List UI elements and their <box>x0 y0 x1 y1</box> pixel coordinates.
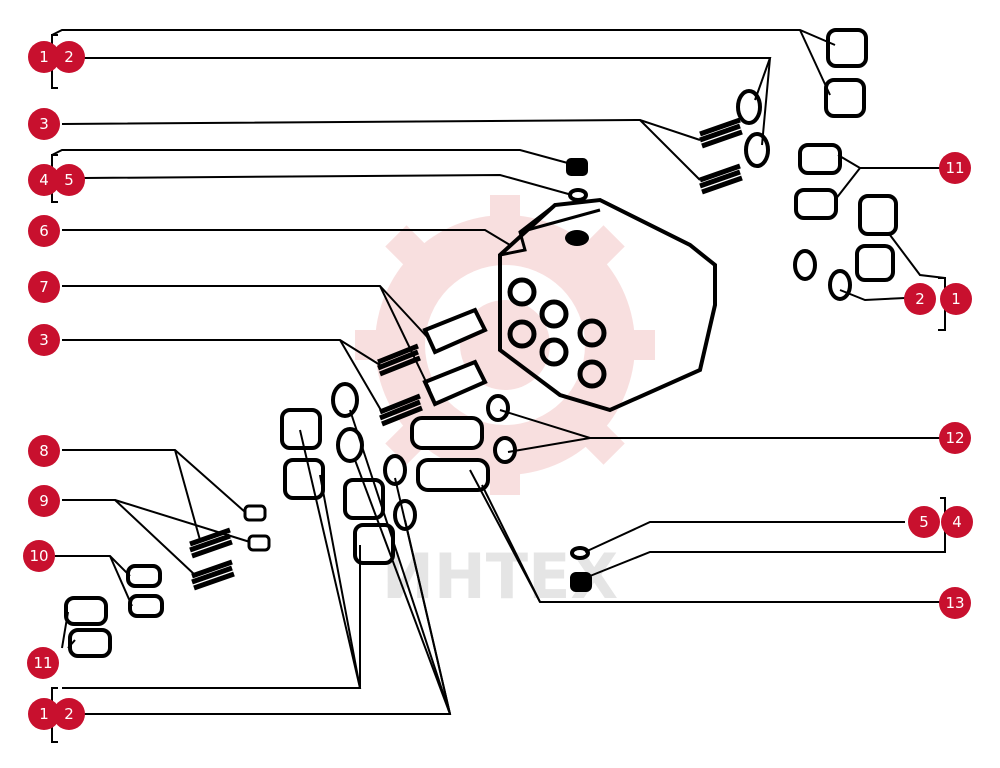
callouts: 1 2 3 4 5 6 7 3 <box>23 41 973 730</box>
callout-11-left: 11 <box>27 647 59 679</box>
callout-3: 3 <box>28 108 60 140</box>
callout-5: 5 <box>53 164 85 196</box>
plug-group-top-right <box>736 28 868 168</box>
svg-text:7: 7 <box>39 278 49 296</box>
callout-3-middle: 3 <box>28 324 60 356</box>
callout-8: 8 <box>28 435 60 467</box>
watermark: ИНТЕХ <box>355 195 655 613</box>
svg-text:5: 5 <box>64 171 74 189</box>
svg-text:6: 6 <box>39 222 49 240</box>
callout-1-bottom: 1 <box>28 698 60 730</box>
callout-2: 2 <box>53 41 85 73</box>
svg-text:3: 3 <box>39 115 49 133</box>
callout-1: 1 <box>28 41 60 73</box>
svg-text:9: 9 <box>39 492 49 510</box>
svg-text:2: 2 <box>915 290 925 308</box>
springs-middle <box>377 343 423 427</box>
leader-lines <box>51 29 946 743</box>
valve-block <box>498 197 717 413</box>
svg-text:11: 11 <box>945 159 964 177</box>
svg-text:11: 11 <box>33 654 52 672</box>
pistons-middle <box>422 307 488 407</box>
callout-9: 9 <box>28 485 60 517</box>
svg-text:13: 13 <box>945 594 964 612</box>
svg-text:1: 1 <box>39 705 49 723</box>
callout-11-right: 11 <box>939 152 971 184</box>
svg-text:4: 4 <box>952 513 962 531</box>
callout-2-bottom: 2 <box>53 698 85 730</box>
callout-6: 6 <box>28 215 60 247</box>
callout-4-right: 4 <box>941 506 973 538</box>
seals-row <box>410 394 517 492</box>
svg-text:5: 5 <box>919 513 929 531</box>
svg-text:2: 2 <box>64 48 74 66</box>
springs-bottom-left <box>189 527 235 591</box>
svg-text:2: 2 <box>64 705 74 723</box>
svg-text:1: 1 <box>39 48 49 66</box>
callout-13: 13 <box>939 587 971 619</box>
callout-1-right: 1 <box>940 283 972 315</box>
callout-10: 10 <box>23 540 55 572</box>
svg-text:12: 12 <box>945 429 964 447</box>
fittings-bottom-left <box>64 564 164 658</box>
watermark-gear-icon <box>355 195 655 495</box>
callout-7: 7 <box>28 271 60 303</box>
svg-text:10: 10 <box>29 547 48 565</box>
callout-4: 4 <box>28 164 60 196</box>
svg-text:8: 8 <box>39 442 49 460</box>
fittings-right <box>793 143 898 301</box>
svg-text:4: 4 <box>39 171 49 189</box>
callout-5-right: 5 <box>908 506 940 538</box>
svg-text:1: 1 <box>951 290 961 308</box>
callout-2-right: 2 <box>904 283 936 315</box>
callout-12: 12 <box>939 422 971 454</box>
parts <box>64 28 898 658</box>
springs-top <box>699 117 743 195</box>
svg-text:3: 3 <box>39 331 49 349</box>
caps-bottom-left <box>243 504 271 552</box>
